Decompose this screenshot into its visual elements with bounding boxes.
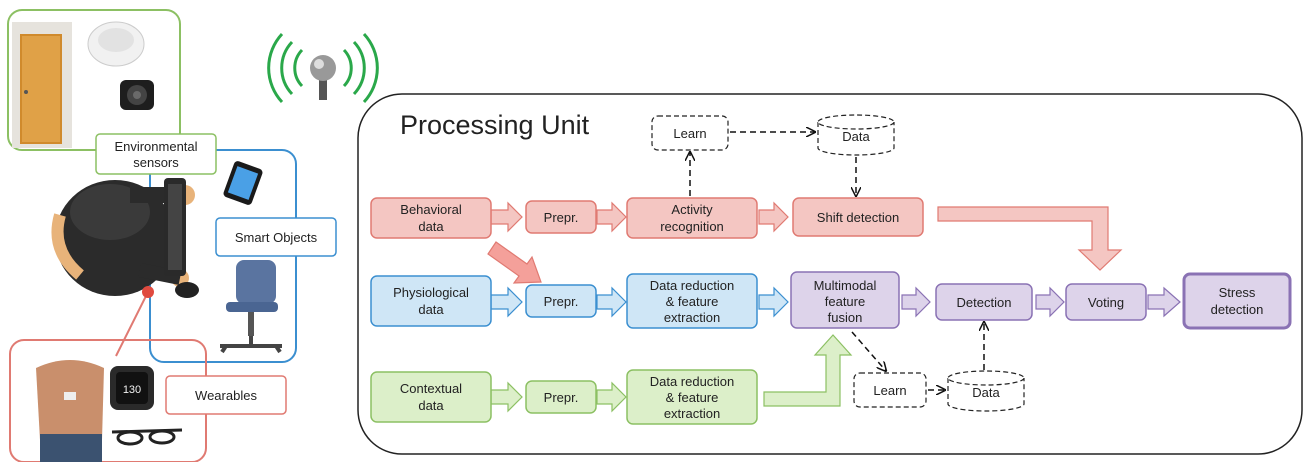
activity-recognition-line1: Activity xyxy=(671,202,713,217)
physiological-reduction-box xyxy=(626,273,758,329)
stress-detection-box xyxy=(1182,272,1292,330)
physiological-reduction-line3: extraction xyxy=(664,310,720,325)
contextual-data-line2: data xyxy=(418,398,444,413)
person-icon xyxy=(51,180,195,296)
behavioral-prepr-box xyxy=(525,200,597,234)
mouse-icon xyxy=(175,282,199,298)
data-bottom-store xyxy=(947,370,1025,412)
environmental-sensors-label-line1: Environmental xyxy=(114,139,197,154)
multimodal-fusion-line2: feature xyxy=(825,294,865,309)
processing-unit-frame xyxy=(357,93,1303,455)
voting-label: Voting xyxy=(1088,295,1124,310)
multimodal-fusion-line1: Multimodal xyxy=(814,278,877,293)
behavioral-data-box xyxy=(370,197,492,239)
antenna-icon xyxy=(267,32,379,104)
arrow-physiological-3 xyxy=(758,286,789,318)
physiological-data-line2: data xyxy=(418,302,444,317)
smartwatch-icon: 130 xyxy=(110,366,154,410)
learn-top-label: Learn xyxy=(673,126,706,141)
arrow-contextual-1 xyxy=(490,381,523,413)
stress-detection-line1: Stress xyxy=(1219,285,1256,300)
learn-top-box xyxy=(651,115,729,151)
office-chair-icon xyxy=(220,260,282,354)
physiological-prepr-label: Prepr. xyxy=(544,294,579,309)
wearables-label: Wearables xyxy=(195,388,257,403)
arrow-fusion-to-learn xyxy=(851,331,886,371)
physiological-data-line1: Physiological xyxy=(393,285,469,300)
smart-glasses-icon xyxy=(111,428,183,446)
smart-objects-label: Smart Objects xyxy=(235,230,318,245)
physiological-data-box xyxy=(370,275,492,327)
multimodal-fusion-box xyxy=(790,271,900,329)
detection-label: Detection xyxy=(957,295,1012,310)
activity-recognition-box xyxy=(626,197,758,239)
torso-icon xyxy=(36,360,104,462)
contextual-reduction-box xyxy=(626,369,758,425)
contextual-reduction-line1: Data reduction xyxy=(650,374,735,389)
data-top-label: Data xyxy=(842,129,870,144)
contextual-data-line1: Contextual xyxy=(400,381,462,396)
physiological-reduction-line1: Data reduction xyxy=(650,278,735,293)
arrow-behavioral-3 xyxy=(758,201,789,233)
motion-sensor-icon xyxy=(120,80,154,110)
environmental-sensors-label-box xyxy=(95,133,217,175)
arrow-behavioral-1 xyxy=(490,201,523,233)
contextual-prepr-box xyxy=(525,380,597,414)
arrow-physiological-2 xyxy=(596,286,627,318)
wearables-label-box xyxy=(165,375,287,415)
processing-unit-title: Processing Unit xyxy=(400,110,590,140)
contextual-reduction-line3: extraction xyxy=(664,406,720,421)
shift-detection-box xyxy=(792,197,924,237)
arrow-behavioral-to-prepr xyxy=(487,241,542,284)
physiological-prepr-box xyxy=(525,284,597,318)
smoke-detector-icon xyxy=(87,21,145,67)
arrow-physiological-1 xyxy=(490,286,523,318)
data-top-store xyxy=(817,114,895,156)
environment-frame xyxy=(7,9,181,151)
physiological-reduction-line2: & feature xyxy=(666,294,719,309)
arrow-shift-to-voting xyxy=(937,206,1123,271)
arrow-voting-to-stress xyxy=(1147,286,1181,318)
contextual-data-box xyxy=(370,371,492,423)
voting-box xyxy=(1065,283,1147,321)
wearable-point xyxy=(142,286,154,298)
stress-detection-line2: detection xyxy=(1211,302,1264,317)
flow-arrows xyxy=(487,201,1181,413)
door-icon xyxy=(12,22,72,148)
data-bottom-label: Data xyxy=(972,385,1000,400)
multimodal-fusion-line3: fusion xyxy=(828,310,863,325)
smart-objects-label-box xyxy=(215,217,337,257)
shift-detection-label: Shift detection xyxy=(817,210,899,225)
contextual-prepr-label: Prepr. xyxy=(544,390,579,405)
arrow-detection-to-voting xyxy=(1035,286,1065,318)
arrow-contextual-to-fusion xyxy=(763,334,853,407)
wearables-link xyxy=(115,291,149,357)
watch-display: 130 xyxy=(123,384,141,396)
detection-box xyxy=(935,283,1033,321)
learn-bottom-label: Learn xyxy=(873,383,906,398)
learn-bottom-box xyxy=(853,372,927,408)
keyboard-icon xyxy=(164,178,186,276)
arrow-contextual-2 xyxy=(596,381,627,413)
arrow-behavioral-2 xyxy=(596,201,627,233)
dashed-arrows xyxy=(690,132,984,390)
behavioral-data-line1: Behavioral xyxy=(400,202,462,217)
behavioral-prepr-label: Prepr. xyxy=(544,210,579,225)
contextual-reduction-line2: & feature xyxy=(666,390,719,405)
arrow-fusion-to-detection xyxy=(901,286,931,318)
environmental-sensors-label-line2: sensors xyxy=(133,155,179,170)
activity-recognition-line2: recognition xyxy=(660,219,724,234)
smartphone-icon xyxy=(223,161,263,205)
behavioral-data-line2: data xyxy=(418,219,444,234)
